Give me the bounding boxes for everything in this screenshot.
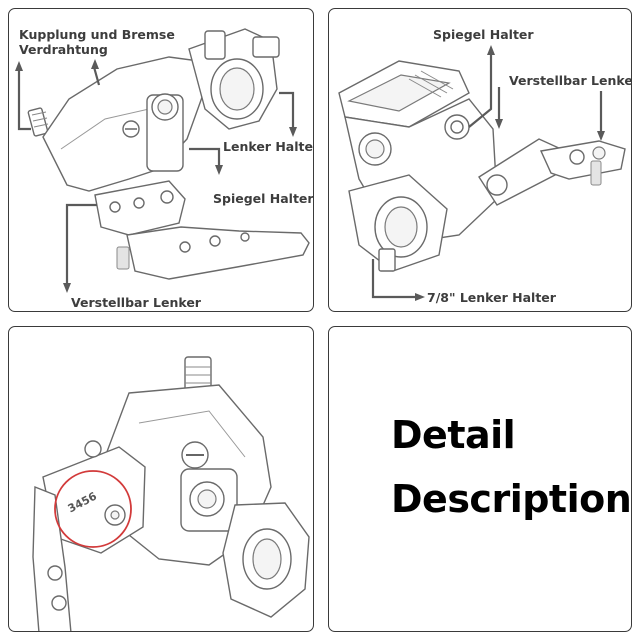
bar-clamp	[188, 28, 280, 130]
threaded-port	[180, 468, 238, 532]
reservoir-cap	[338, 60, 470, 128]
label-adjustable-lever: Verstellbar Lenker	[71, 295, 201, 310]
label-mirror-holder: Spiegel Halter	[213, 191, 314, 206]
adjuster-plate	[42, 440, 146, 554]
threaded-port	[146, 93, 184, 172]
panel-adjuster-closeup: 3456	[8, 326, 314, 632]
heading-detail: Detail	[391, 413, 516, 457]
highlight-circle	[54, 470, 132, 548]
panel-master-cylinder: Spiegel Halter Verstellbar Lenker 7/8" L…	[328, 8, 632, 312]
callout-arrows	[15, 59, 297, 293]
label-mirror-holder: Spiegel Halter	[433, 27, 534, 42]
lever-blade	[126, 226, 310, 280]
lever-sketch	[15, 28, 310, 293]
label-bar-holder-7-8: 7/8" Lenker Halter	[427, 290, 556, 305]
adjuster-closeup-sketch	[32, 356, 310, 631]
label-adjustable-lever: Verstellbar Lenker	[509, 73, 632, 88]
label-clutch-brake-wiring: Kupplung und Bremse	[19, 27, 175, 42]
master-cylinder-sketch	[338, 45, 626, 301]
bar-clamp	[222, 502, 310, 618]
lever-blade	[32, 485, 72, 631]
panel-lever-overview: Kupplung und Bremse Verdrahtung Lenker H…	[8, 8, 314, 312]
heading-description: Description	[391, 477, 632, 521]
label-bar-holder: Lenker Halter	[223, 139, 314, 154]
panel-detail-description: Detail Description	[328, 326, 632, 632]
bar-clamp-7-8	[348, 174, 448, 272]
label-clutch-brake-wiring-line2: Verdrahtung	[19, 42, 108, 57]
adjuster-plate	[94, 180, 186, 236]
callout-arrows	[371, 45, 605, 301]
cable-adjuster	[27, 107, 49, 137]
